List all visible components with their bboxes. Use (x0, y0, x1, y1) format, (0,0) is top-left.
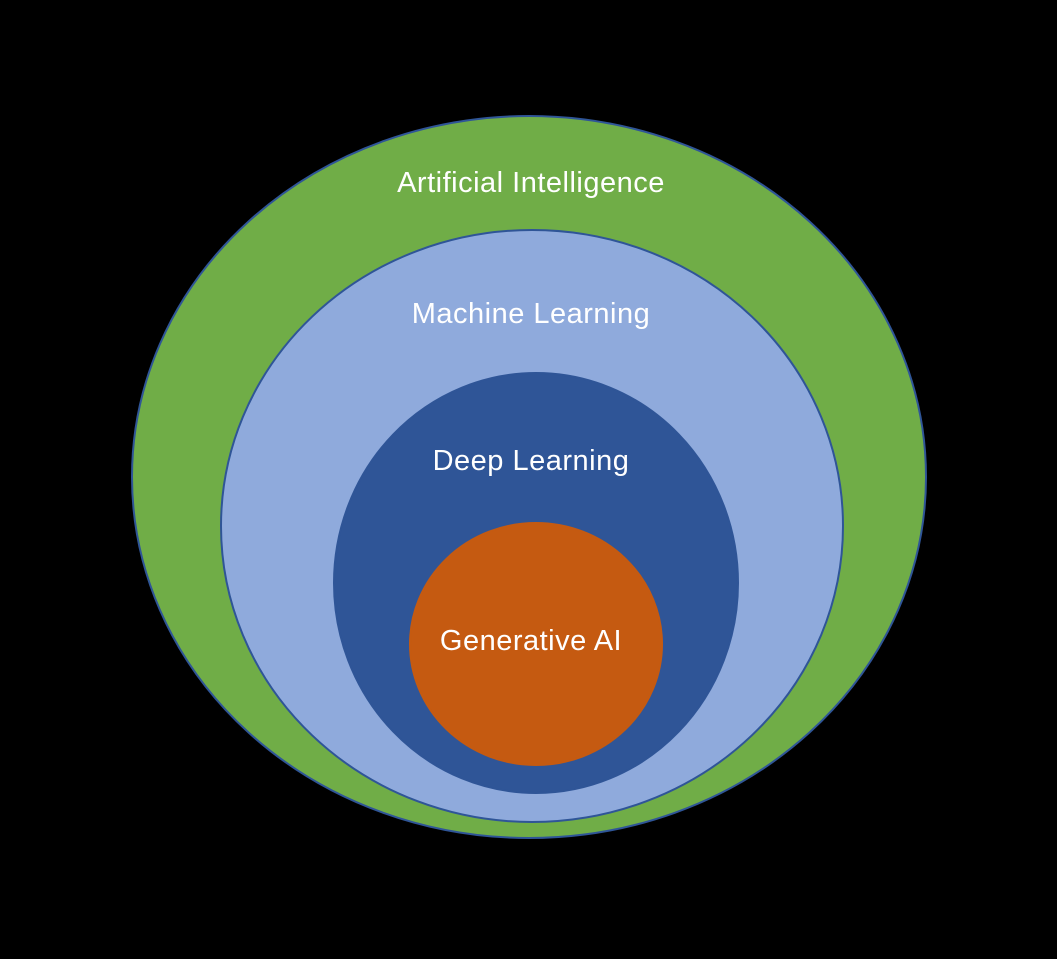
deep-learning-label: Deep Learning (433, 445, 630, 477)
artificial-intelligence-label: Artificial Intelligence (397, 167, 665, 199)
generative-ai-label: Generative AI (440, 625, 622, 657)
generative-ai-ellipse (409, 522, 663, 766)
machine-learning-label: Machine Learning (412, 298, 651, 330)
